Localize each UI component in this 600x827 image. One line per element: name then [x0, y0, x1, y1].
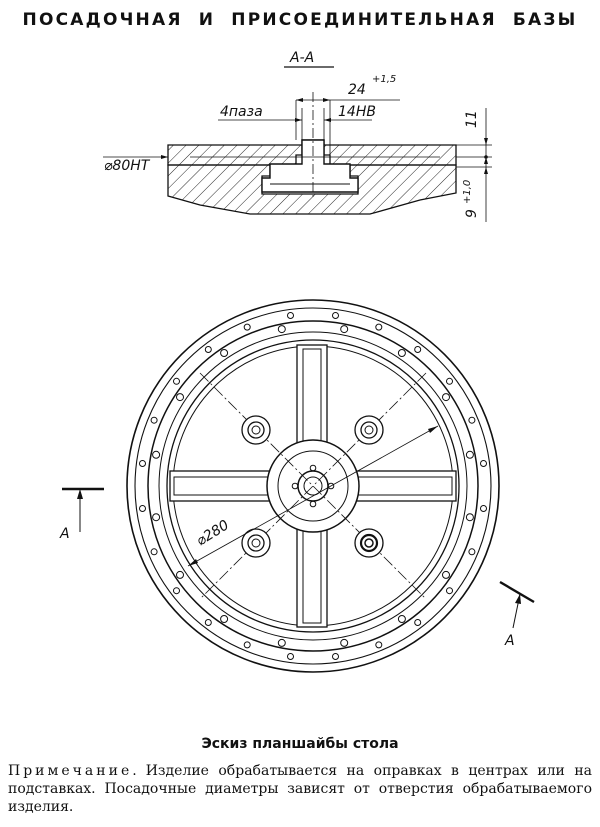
cut-line-right	[499, 580, 535, 604]
boss-top-right	[354, 415, 384, 445]
outer-bolt-hole	[287, 312, 294, 319]
inner-bolt-hole	[465, 450, 474, 459]
t-slot	[261, 139, 359, 193]
outer-bolt-hole	[375, 641, 383, 649]
inner-bolt-hole	[277, 638, 286, 647]
outer-bolt-hole	[480, 460, 487, 467]
inner-bolt-hole	[152, 513, 161, 522]
outer-bolt-hole	[287, 653, 294, 660]
inner-bolt-hole	[340, 325, 349, 334]
outer-bolt-hole	[173, 377, 180, 385]
note-text: Изделие обрабатывается на оправках в цен…	[8, 763, 592, 815]
outer-bolt-hole	[414, 346, 422, 353]
dim-4-slots: 4паза	[220, 104, 263, 120]
dim-24-tolerance: +1,5	[372, 74, 396, 85]
outer-bolt-hole	[480, 505, 487, 512]
note-lead: Примечание.	[8, 763, 140, 779]
outer-bolt-hole	[332, 653, 339, 660]
boss-top-left	[241, 415, 271, 445]
inner-bolt-hole	[397, 349, 406, 357]
outer-bolt-hole	[414, 619, 422, 626]
outer-bolt-hole	[204, 346, 212, 353]
inner-bolt-hole	[442, 393, 450, 402]
inner-bolt-hole	[176, 393, 184, 402]
slot-bottom	[296, 518, 328, 628]
dim-9-tolerance: +1,0	[462, 180, 473, 204]
faceplate-outer-rim	[126, 299, 500, 673]
outer-bolt-hole	[150, 416, 158, 424]
outer-bolt-hole	[468, 416, 476, 424]
outer-bolt-hole	[446, 587, 453, 595]
dim-diameter-80: ⌀80НТ	[104, 158, 151, 174]
inner-bolt-hole	[340, 638, 349, 647]
slot-right	[346, 470, 457, 502]
outer-bolt-hole	[139, 505, 146, 512]
outer-bolt-hole	[332, 312, 339, 319]
inner-bolt-holes	[152, 325, 474, 647]
outer-bolt-hole	[150, 548, 158, 556]
outer-bolt-hole	[468, 548, 476, 556]
boss-bottom-right	[354, 528, 384, 558]
section-label: А-А	[289, 50, 314, 66]
outer-bolt-hole	[139, 460, 146, 467]
inner-bolt-hole	[277, 325, 286, 334]
boss-bottom-left	[241, 528, 271, 558]
slot-top	[296, 344, 328, 454]
outer-bolt-hole	[204, 619, 212, 626]
outer-bolt-hole	[243, 641, 251, 649]
section-view: А-А 24 +1,5 4паза 14НВ ⌀80НТ	[103, 50, 492, 222]
figure-caption: Эскиз планшайбы стола	[201, 736, 399, 752]
inner-bolt-hole	[465, 513, 474, 522]
outer-bolt-hole	[243, 323, 251, 331]
dim-9: 9	[464, 209, 480, 218]
inner-bolt-hole	[220, 349, 229, 357]
cut-label-left: А	[59, 526, 70, 542]
dim-14hv: 14НВ	[338, 104, 376, 120]
outer-bolt-hole	[375, 323, 383, 331]
dim-24: 24	[348, 82, 366, 98]
inner-bolt-hole	[176, 570, 184, 579]
cut-label-right: А	[504, 633, 515, 649]
plan-view: ⌀280 А А	[59, 299, 535, 673]
inner-bolt-hole	[152, 450, 161, 459]
outer-bolt-hole	[446, 377, 453, 385]
dim-11: 11	[464, 110, 480, 128]
slot-left	[169, 470, 280, 502]
inner-bolt-hole	[442, 570, 450, 579]
outer-bolt-holes	[139, 312, 487, 660]
page-title: ПОСАДОЧНАЯ И ПРИСОЕДИНИТЕЛЬНАЯ БАЗЫ	[22, 10, 578, 30]
note-paragraph: Примечание.Изделие обрабатывается на опр…	[8, 762, 592, 816]
inner-bolt-hole	[220, 615, 229, 623]
inner-bolt-hole	[397, 615, 406, 623]
outer-bolt-hole	[173, 587, 180, 595]
